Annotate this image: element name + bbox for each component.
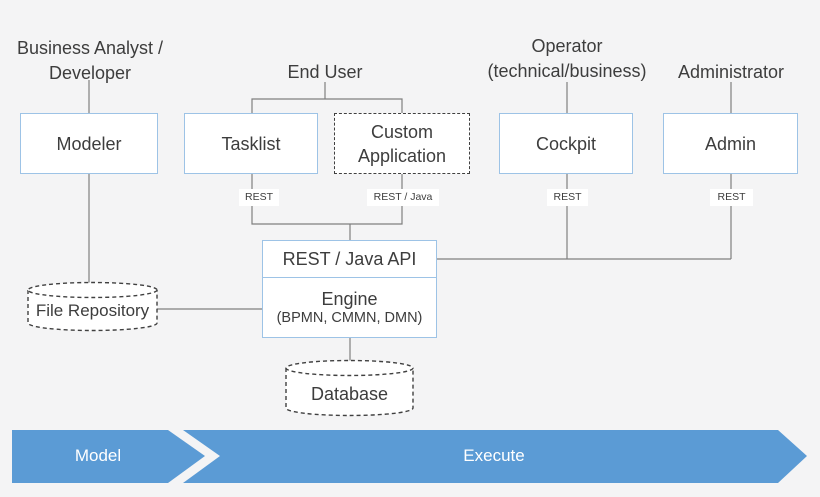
- cockpit-box: Cockpit: [499, 113, 633, 174]
- actor-administrator: Administrator: [677, 62, 785, 82]
- actor-operator: Operator (technical/business): [487, 36, 647, 81]
- rest-label-tasklist: REST: [239, 189, 279, 206]
- file-repository-label: File Repository: [35, 301, 150, 320]
- engine-notations: (BPMN, CMMN, DMN): [276, 310, 423, 326]
- custom-application-box: Custom Application: [334, 113, 470, 174]
- modeler-box: Modeler: [20, 113, 158, 174]
- actor-business-analyst: Business Analyst / Developer: [16, 38, 164, 83]
- engine-title: Engine: [321, 289, 378, 309]
- connector-lines: [88, 80, 732, 361]
- execute-phase-label: Execute: [463, 446, 525, 465]
- engine-section: Engine (BPMN, CMMN, DMN): [263, 278, 436, 337]
- rest-java-label-custom-application: REST / Java: [367, 189, 439, 206]
- rest-label-cockpit: REST: [547, 189, 588, 206]
- rest-java-api-section: REST / Java API: [263, 241, 436, 278]
- database-label: Database: [310, 384, 389, 404]
- execute-phase-arrow: [183, 430, 807, 483]
- api-engine-box: REST / Java API Engine (BPMN, CMMN, DMN): [262, 240, 437, 338]
- admin-box: Admin: [663, 113, 798, 174]
- tasklist-box: Tasklist: [184, 113, 318, 174]
- model-phase-label: Model: [74, 446, 122, 465]
- file-repository-cylinder: [27, 281, 158, 332]
- actor-end-user: End User: [287, 62, 363, 82]
- database-cylinder: [285, 359, 414, 417]
- model-phase-arrow: [12, 430, 205, 483]
- rest-label-admin: REST: [710, 189, 753, 206]
